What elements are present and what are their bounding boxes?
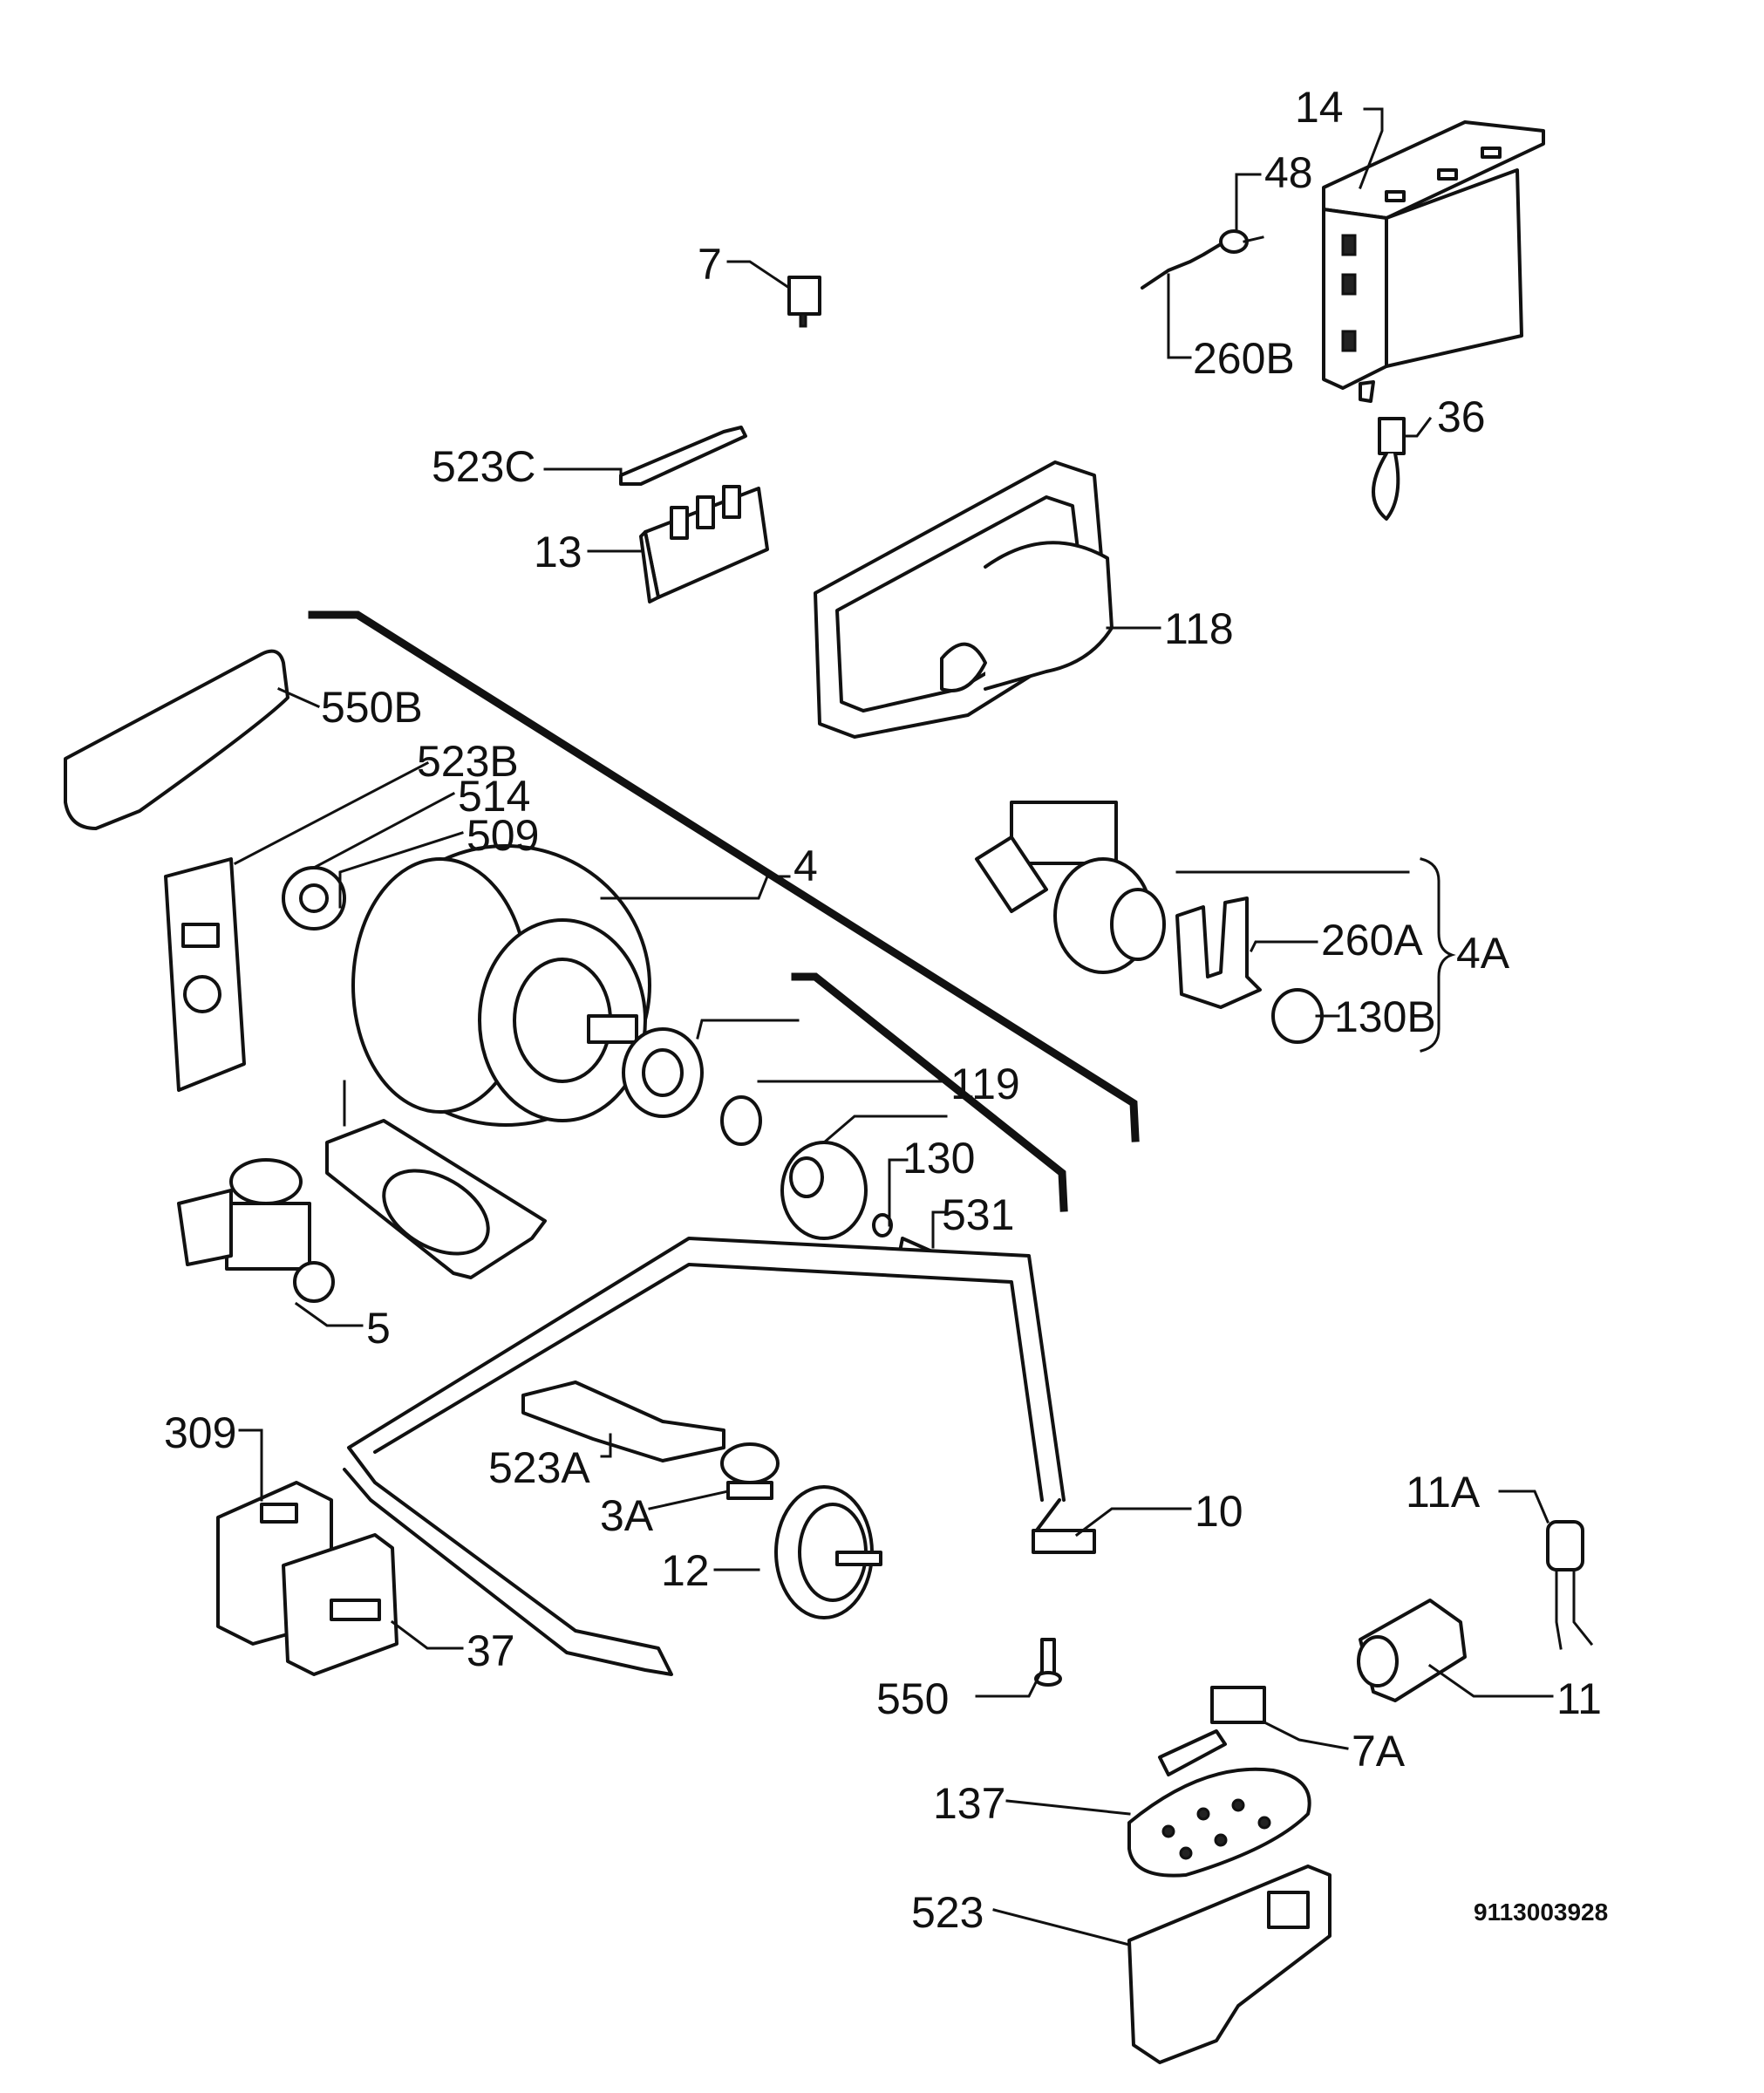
part-36-connector-plug bbox=[1372, 417, 1406, 521]
callout-10: 10 bbox=[1195, 1487, 1243, 1536]
diagram-code: 9113003928 bbox=[1474, 1899, 1608, 1926]
callout-260b: 260B bbox=[1193, 334, 1295, 383]
callout-523c: 523C bbox=[432, 442, 536, 491]
assembly-4a-brace bbox=[1420, 857, 1456, 1053]
callout-550b: 550B bbox=[321, 683, 423, 732]
part-523b-panel bbox=[164, 857, 246, 1092]
part-130b-o-ring bbox=[1271, 988, 1324, 1044]
callout-5: 5 bbox=[366, 1304, 391, 1353]
part-7-microswitch bbox=[787, 276, 821, 328]
callout-3a: 3A bbox=[600, 1491, 654, 1540]
callout-260a: 260A bbox=[1321, 916, 1423, 965]
callout-4: 4 bbox=[793, 842, 818, 890]
part-motor-mount-frame bbox=[325, 1119, 547, 1279]
part-11-drain-pump bbox=[1357, 1599, 1467, 1702]
part-550-pin bbox=[1034, 1638, 1062, 1687]
part-14-control-module bbox=[1322, 120, 1545, 403]
callout-4a: 4A bbox=[1456, 929, 1510, 978]
callout-12: 12 bbox=[661, 1546, 710, 1595]
assembly-divider-line bbox=[308, 610, 1140, 1142]
part-5-inlet-valve bbox=[177, 1158, 335, 1303]
part-119-pump-seal bbox=[622, 1027, 762, 1146]
callout-11a: 11A bbox=[1406, 1468, 1481, 1517]
callout-36: 36 bbox=[1437, 392, 1486, 441]
part-impeller bbox=[780, 1141, 868, 1240]
part-48-temperature-sensor bbox=[1219, 229, 1264, 254]
callout-13: 13 bbox=[534, 528, 582, 576]
part-37-transformer bbox=[282, 1533, 398, 1676]
callout-509: 509 bbox=[467, 811, 539, 860]
callout-118: 118 bbox=[1164, 604, 1234, 653]
callout-7a: 7A bbox=[1352, 1727, 1406, 1776]
callout-14: 14 bbox=[1295, 83, 1344, 132]
callout-130b: 130B bbox=[1334, 992, 1436, 1041]
callout-119: 119 bbox=[950, 1060, 1020, 1108]
callout-11: 11 bbox=[1556, 1674, 1602, 1723]
part-10-heater-bracket bbox=[1032, 1529, 1096, 1554]
callout-48: 48 bbox=[1264, 148, 1313, 197]
callout-137: 137 bbox=[933, 1779, 1005, 1828]
part-260a-clip bbox=[1175, 897, 1262, 1009]
part-260b-wire bbox=[1141, 242, 1223, 290]
part-514-bearing bbox=[282, 866, 346, 931]
part-137-filter-sponge bbox=[1127, 1767, 1311, 1878]
part-118-detergent-dispenser bbox=[814, 460, 1114, 739]
callout-523b: 523B bbox=[417, 737, 519, 786]
part-523a-bracket bbox=[521, 1381, 725, 1462]
callout-514: 514 bbox=[458, 772, 530, 821]
part-11a-capacitor bbox=[1546, 1520, 1594, 1650]
callout-7: 7 bbox=[698, 240, 722, 289]
callout-531: 531 bbox=[942, 1190, 1014, 1239]
part-4a-circulation-pump bbox=[975, 801, 1166, 974]
callout-130: 130 bbox=[902, 1134, 975, 1183]
part-523c-bracket bbox=[619, 426, 747, 486]
part-3a-thermostat bbox=[720, 1442, 780, 1500]
callout-309: 309 bbox=[164, 1408, 236, 1457]
callout-labels: 14 48 7 260B 36 523C 13 118 550B 523B 51… bbox=[164, 83, 1608, 1937]
callout-37: 37 bbox=[467, 1626, 515, 1675]
part-509-motor bbox=[351, 844, 651, 1127]
part-10-heating-element bbox=[343, 1237, 1066, 1676]
part-523-base-tray bbox=[1127, 1865, 1332, 2064]
pump-divider-line bbox=[791, 972, 1068, 1212]
part-7a-float-switch bbox=[1158, 1686, 1266, 1776]
part-550b-cover bbox=[64, 649, 289, 830]
leader-lines bbox=[233, 107, 1554, 1946]
callout-523a: 523A bbox=[488, 1443, 590, 1492]
part-13-terminal-block bbox=[639, 485, 769, 603]
callout-550: 550 bbox=[876, 1674, 949, 1723]
callout-523: 523 bbox=[911, 1888, 984, 1937]
part-12-pressure-switch bbox=[774, 1485, 882, 1619]
part-130-washer bbox=[872, 1213, 893, 1237]
